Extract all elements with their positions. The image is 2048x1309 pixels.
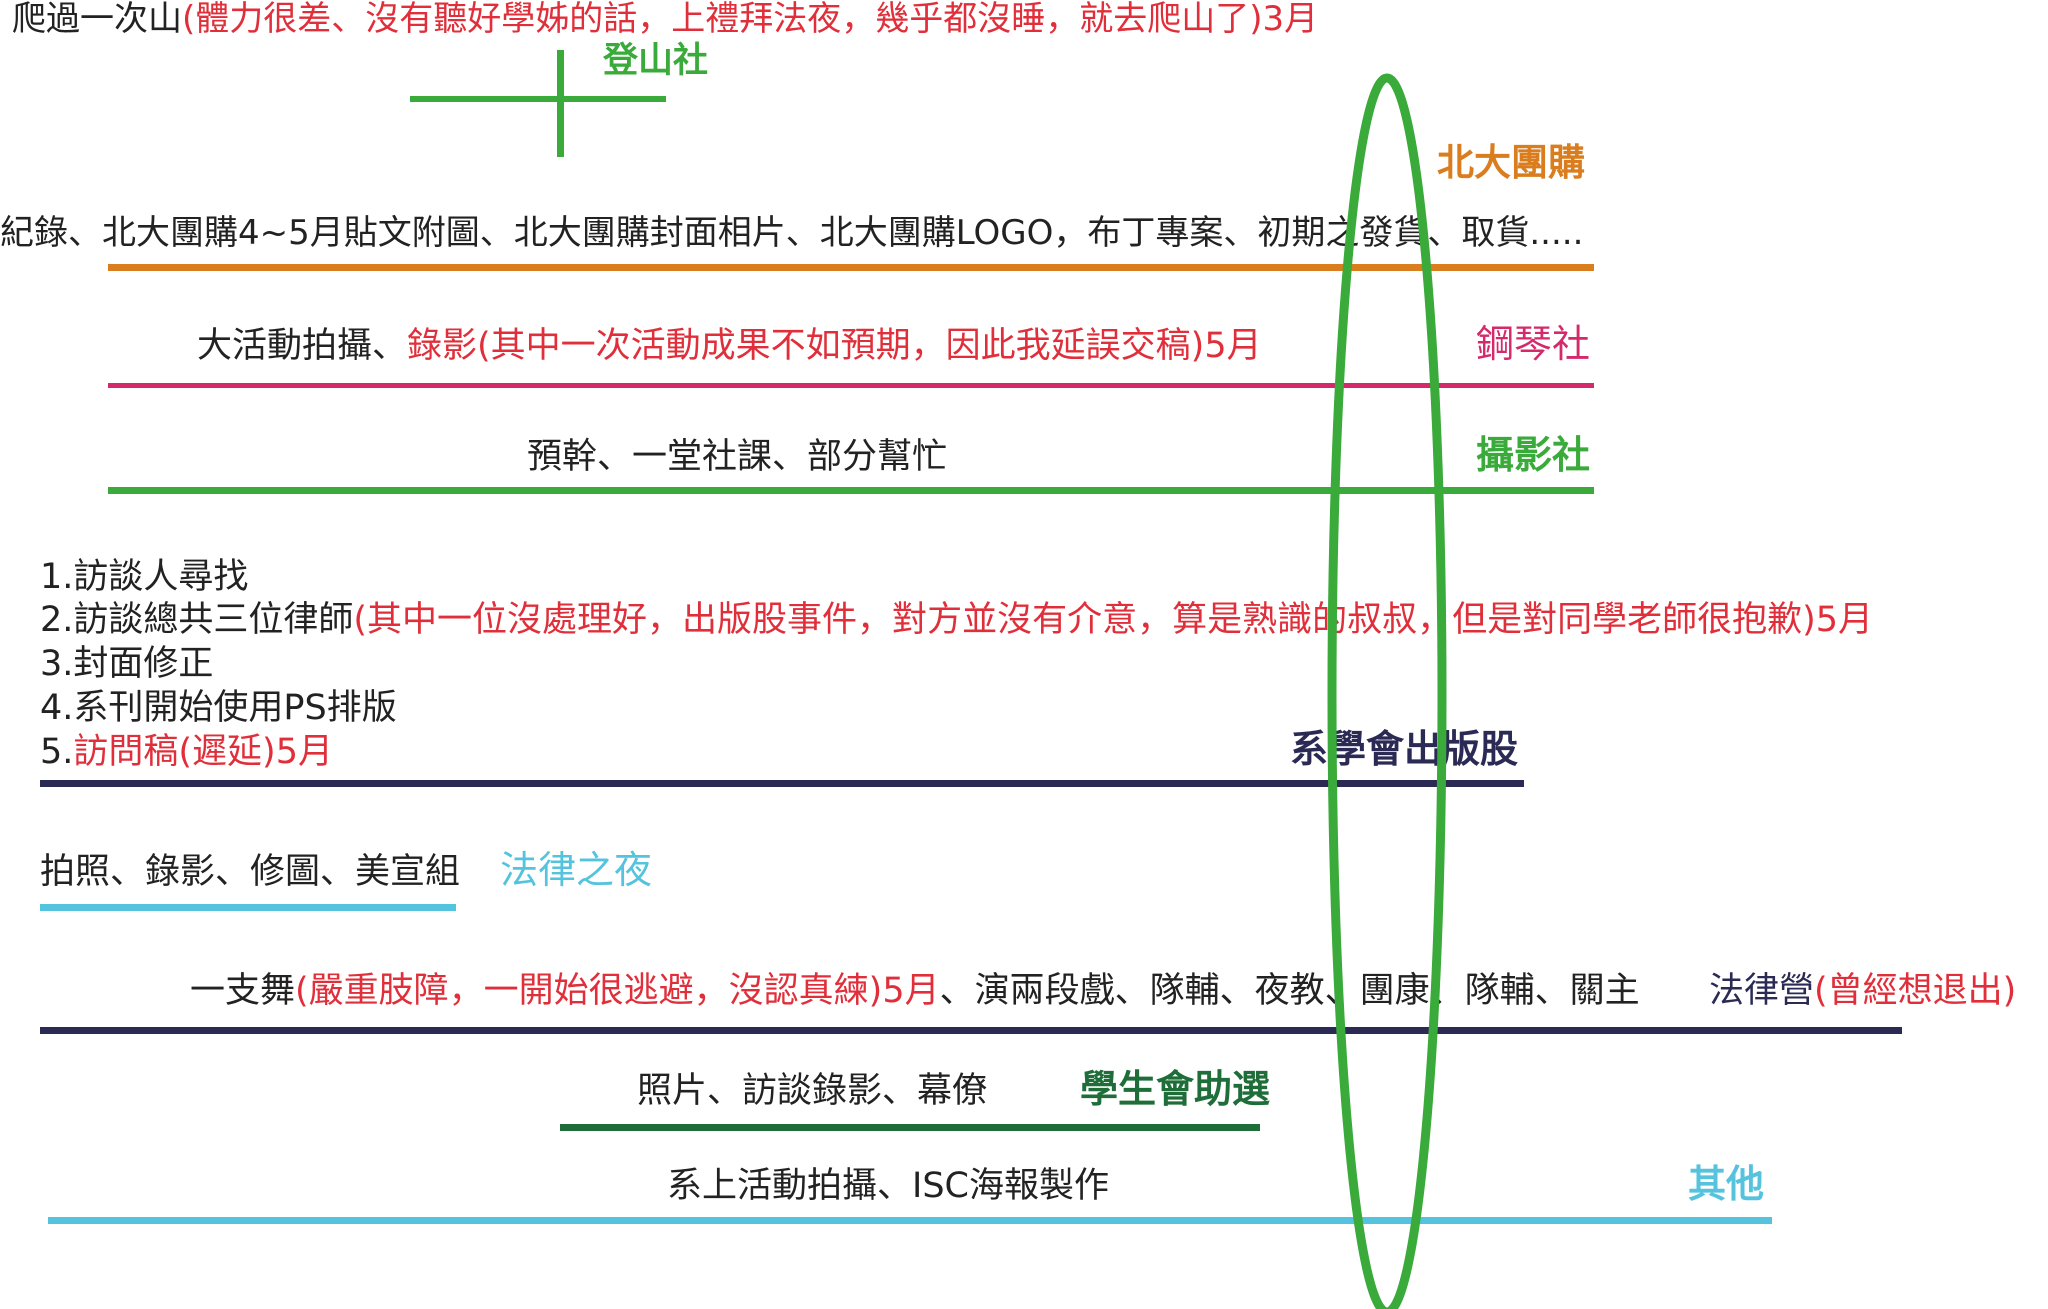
law-camp-label-note: (曾經想退出) bbox=[1814, 971, 2017, 1011]
publication-line-2-segment-1: 2.訪談總共三位律師 bbox=[40, 600, 354, 640]
hiking-line-1-segment-1: 爬過一次山 bbox=[12, 0, 182, 39]
piano-line-1: 大活動拍攝、錄影(其中一次活動成果不如預期，因此我延誤交稿)5月 bbox=[197, 326, 1262, 366]
hiking-label: 登山社 bbox=[603, 41, 709, 81]
group-buy-underline bbox=[108, 264, 1594, 271]
law-camp-label-wrap: 法律營(曾經想退出) bbox=[1709, 971, 2016, 1011]
publication-line-4-segment-1: 4.系刊開始使用PS排版 bbox=[40, 688, 397, 728]
law-camp-line-1-segment-1: 一支舞 bbox=[190, 971, 296, 1011]
law-camp-line-1-segment-3: 、演兩段戲、隊輔、夜教、團康、隊輔、關主 bbox=[939, 971, 1640, 1011]
publication-line-3-segment-1: 3.封面修正 bbox=[40, 644, 214, 684]
publication-line-5-segment-1: 5. bbox=[40, 732, 74, 772]
hiking-line-1: 爬過一次山(體力很差、沒有聽好學姊的話，上禮拜法夜，幾乎都沒睡，就去爬山了)3月 bbox=[12, 0, 1318, 39]
other-label: 其他 bbox=[1688, 1162, 1765, 1206]
publication-line-1: 1.訪談人尋找 bbox=[40, 557, 248, 597]
law-night-label: 法律之夜 bbox=[500, 848, 653, 892]
hiking-line-1-segment-2: (體力很差、沒有聽好學姊的話，上禮拜法夜，幾乎都沒睡，就去爬山了)3月 bbox=[182, 0, 1319, 39]
group-buy-line-1-segment-1: 紀錄、北大團購4~5月貼文附圖、北大團購封面相片、北大團購LOGO，布丁專案、初… bbox=[0, 213, 1584, 253]
student-union-label: 學生會助選 bbox=[1080, 1067, 1271, 1111]
student-union-line-1: 照片、訪談錄影、幕僚 bbox=[637, 1071, 987, 1111]
law-night-line-1: 拍照、錄影、修圖、美宣組 bbox=[40, 852, 460, 892]
law-camp-line-1: 一支舞(嚴重肢障，一開始很逃避，沒認真練)5月、演兩段戲、隊輔、夜教、團康、隊輔… bbox=[190, 971, 1640, 1011]
publication-line-5: 5.訪問稿(遲延)5月 bbox=[40, 732, 333, 772]
student-union-line-1-segment-1: 照片、訪談錄影、幕僚 bbox=[637, 1071, 988, 1111]
law-night-line-1-segment-1: 拍照、錄影、修圖、美宣組 bbox=[40, 852, 461, 892]
other-line-1: 系上活動拍攝、ISC海報製作 bbox=[667, 1166, 1109, 1206]
law-night-underline bbox=[40, 904, 456, 911]
publication-line-2-segment-2: (其中一位沒處理好，出版股事件，對方並沒有介意，算是熟識的叔叔，但是對同學老師很… bbox=[353, 600, 1873, 640]
highlight-ellipse bbox=[1327, 73, 1447, 1309]
publication-line-1-segment-1: 1.訪談人尋找 bbox=[40, 557, 249, 597]
other-line-1-segment-1: 系上活動拍攝、ISC海報製作 bbox=[667, 1166, 1109, 1206]
publication-line-3: 3.封面修正 bbox=[40, 644, 213, 684]
publication-line-4: 4.系刊開始使用PS排版 bbox=[40, 688, 397, 728]
other-underline bbox=[48, 1217, 1772, 1224]
hiking-cross-h bbox=[410, 96, 666, 102]
piano-line-1-segment-1: 大活動拍攝、 bbox=[197, 326, 408, 366]
photo-club-underline bbox=[108, 487, 1594, 494]
student-union-underline bbox=[560, 1124, 1260, 1131]
group-buy-line-1: 紀錄、北大團購4~5月貼文附圖、北大團購封面相片、北大團購LOGO，布丁專案、初… bbox=[0, 213, 1584, 253]
piano-underline bbox=[108, 383, 1594, 388]
group-buy-label: 北大團購 bbox=[1437, 141, 1585, 184]
law-camp-underline bbox=[40, 1027, 1902, 1034]
piano-line-1-segment-2: 錄影(其中一次活動成果不如預期，因此我延誤交稿)5月 bbox=[407, 326, 1262, 366]
publication-line-5-segment-2: 訪問稿(遲延)5月 bbox=[73, 732, 333, 772]
hiking-cross-v bbox=[557, 50, 564, 157]
law-camp-label: 法律營 bbox=[1709, 971, 1815, 1011]
photo-club-line-1: 預幹、一堂社課、部分幫忙 bbox=[527, 437, 947, 477]
publication-underline bbox=[40, 780, 1524, 787]
piano-label: 鋼琴社 bbox=[1476, 322, 1591, 366]
photo-club-label: 攝影社 bbox=[1476, 433, 1591, 477]
publication-line-2: 2.訪談總共三位律師(其中一位沒處理好，出版股事件，對方並沒有介意，算是熟識的叔… bbox=[40, 600, 1873, 640]
photo-club-line-1-segment-1: 預幹、一堂社課、部分幫忙 bbox=[527, 437, 948, 477]
law-camp-line-1-segment-2: (嚴重肢障，一開始很逃避，沒認真練)5月 bbox=[295, 971, 940, 1011]
